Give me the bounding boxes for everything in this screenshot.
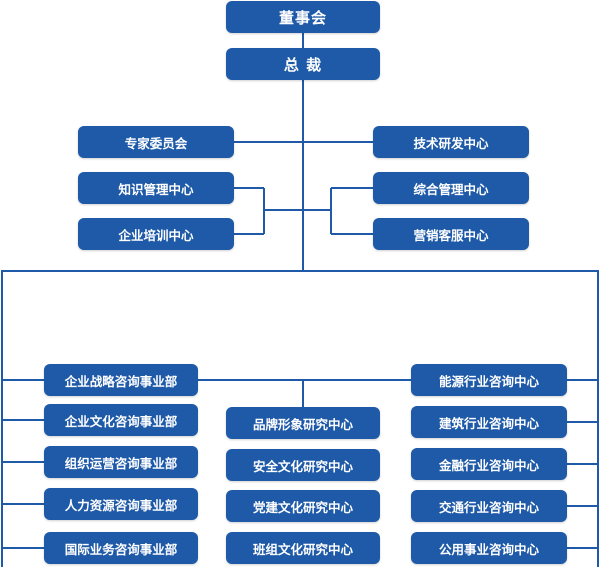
business-left-node: 企业战略咨询事业部 [44, 364, 198, 396]
research-center-node: 党建文化研究中心 [226, 490, 380, 522]
staff-left-node: 知识管理中心 [78, 172, 234, 204]
connector-business-left [2, 379, 44, 549]
staff-left-node: 企业培训中心 [78, 218, 234, 250]
staff-right-node: 综合管理中心 [373, 172, 529, 204]
industry-right-node: 公用事业咨询中心 [411, 532, 567, 564]
industry-right-node: 交通行业咨询中心 [411, 490, 567, 522]
connector-staff-right [303, 141, 373, 235]
connector-middle [198, 379, 411, 407]
industry-right-node: 建筑行业咨询中心 [411, 406, 567, 438]
business-left-node: 国际业务咨询事业部 [44, 532, 198, 564]
industry-right-node: 能源行业咨询中心 [411, 364, 567, 396]
board-node: 董事会 [226, 1, 380, 33]
staff-right-node: 技术研发中心 [373, 126, 529, 158]
business-left-node: 企业文化咨询事业部 [44, 404, 198, 436]
research-center-node: 品牌形象研究中心 [226, 407, 380, 439]
business-left-node: 人力资源咨询事业部 [44, 488, 198, 520]
research-center-node: 安全文化研究中心 [226, 449, 380, 481]
staff-left-node: 专家委员会 [78, 126, 234, 158]
industry-right-node: 金融行业咨询中心 [411, 448, 567, 480]
staff-right-node: 营销客服中心 [373, 218, 529, 250]
research-center-node: 班组文化研究中心 [226, 532, 380, 564]
connector-staff-left [234, 141, 303, 235]
president-node: 总 裁 [226, 48, 380, 80]
connector-industry-right [567, 379, 598, 549]
business-left-node: 组织运营咨询事业部 [44, 446, 198, 478]
